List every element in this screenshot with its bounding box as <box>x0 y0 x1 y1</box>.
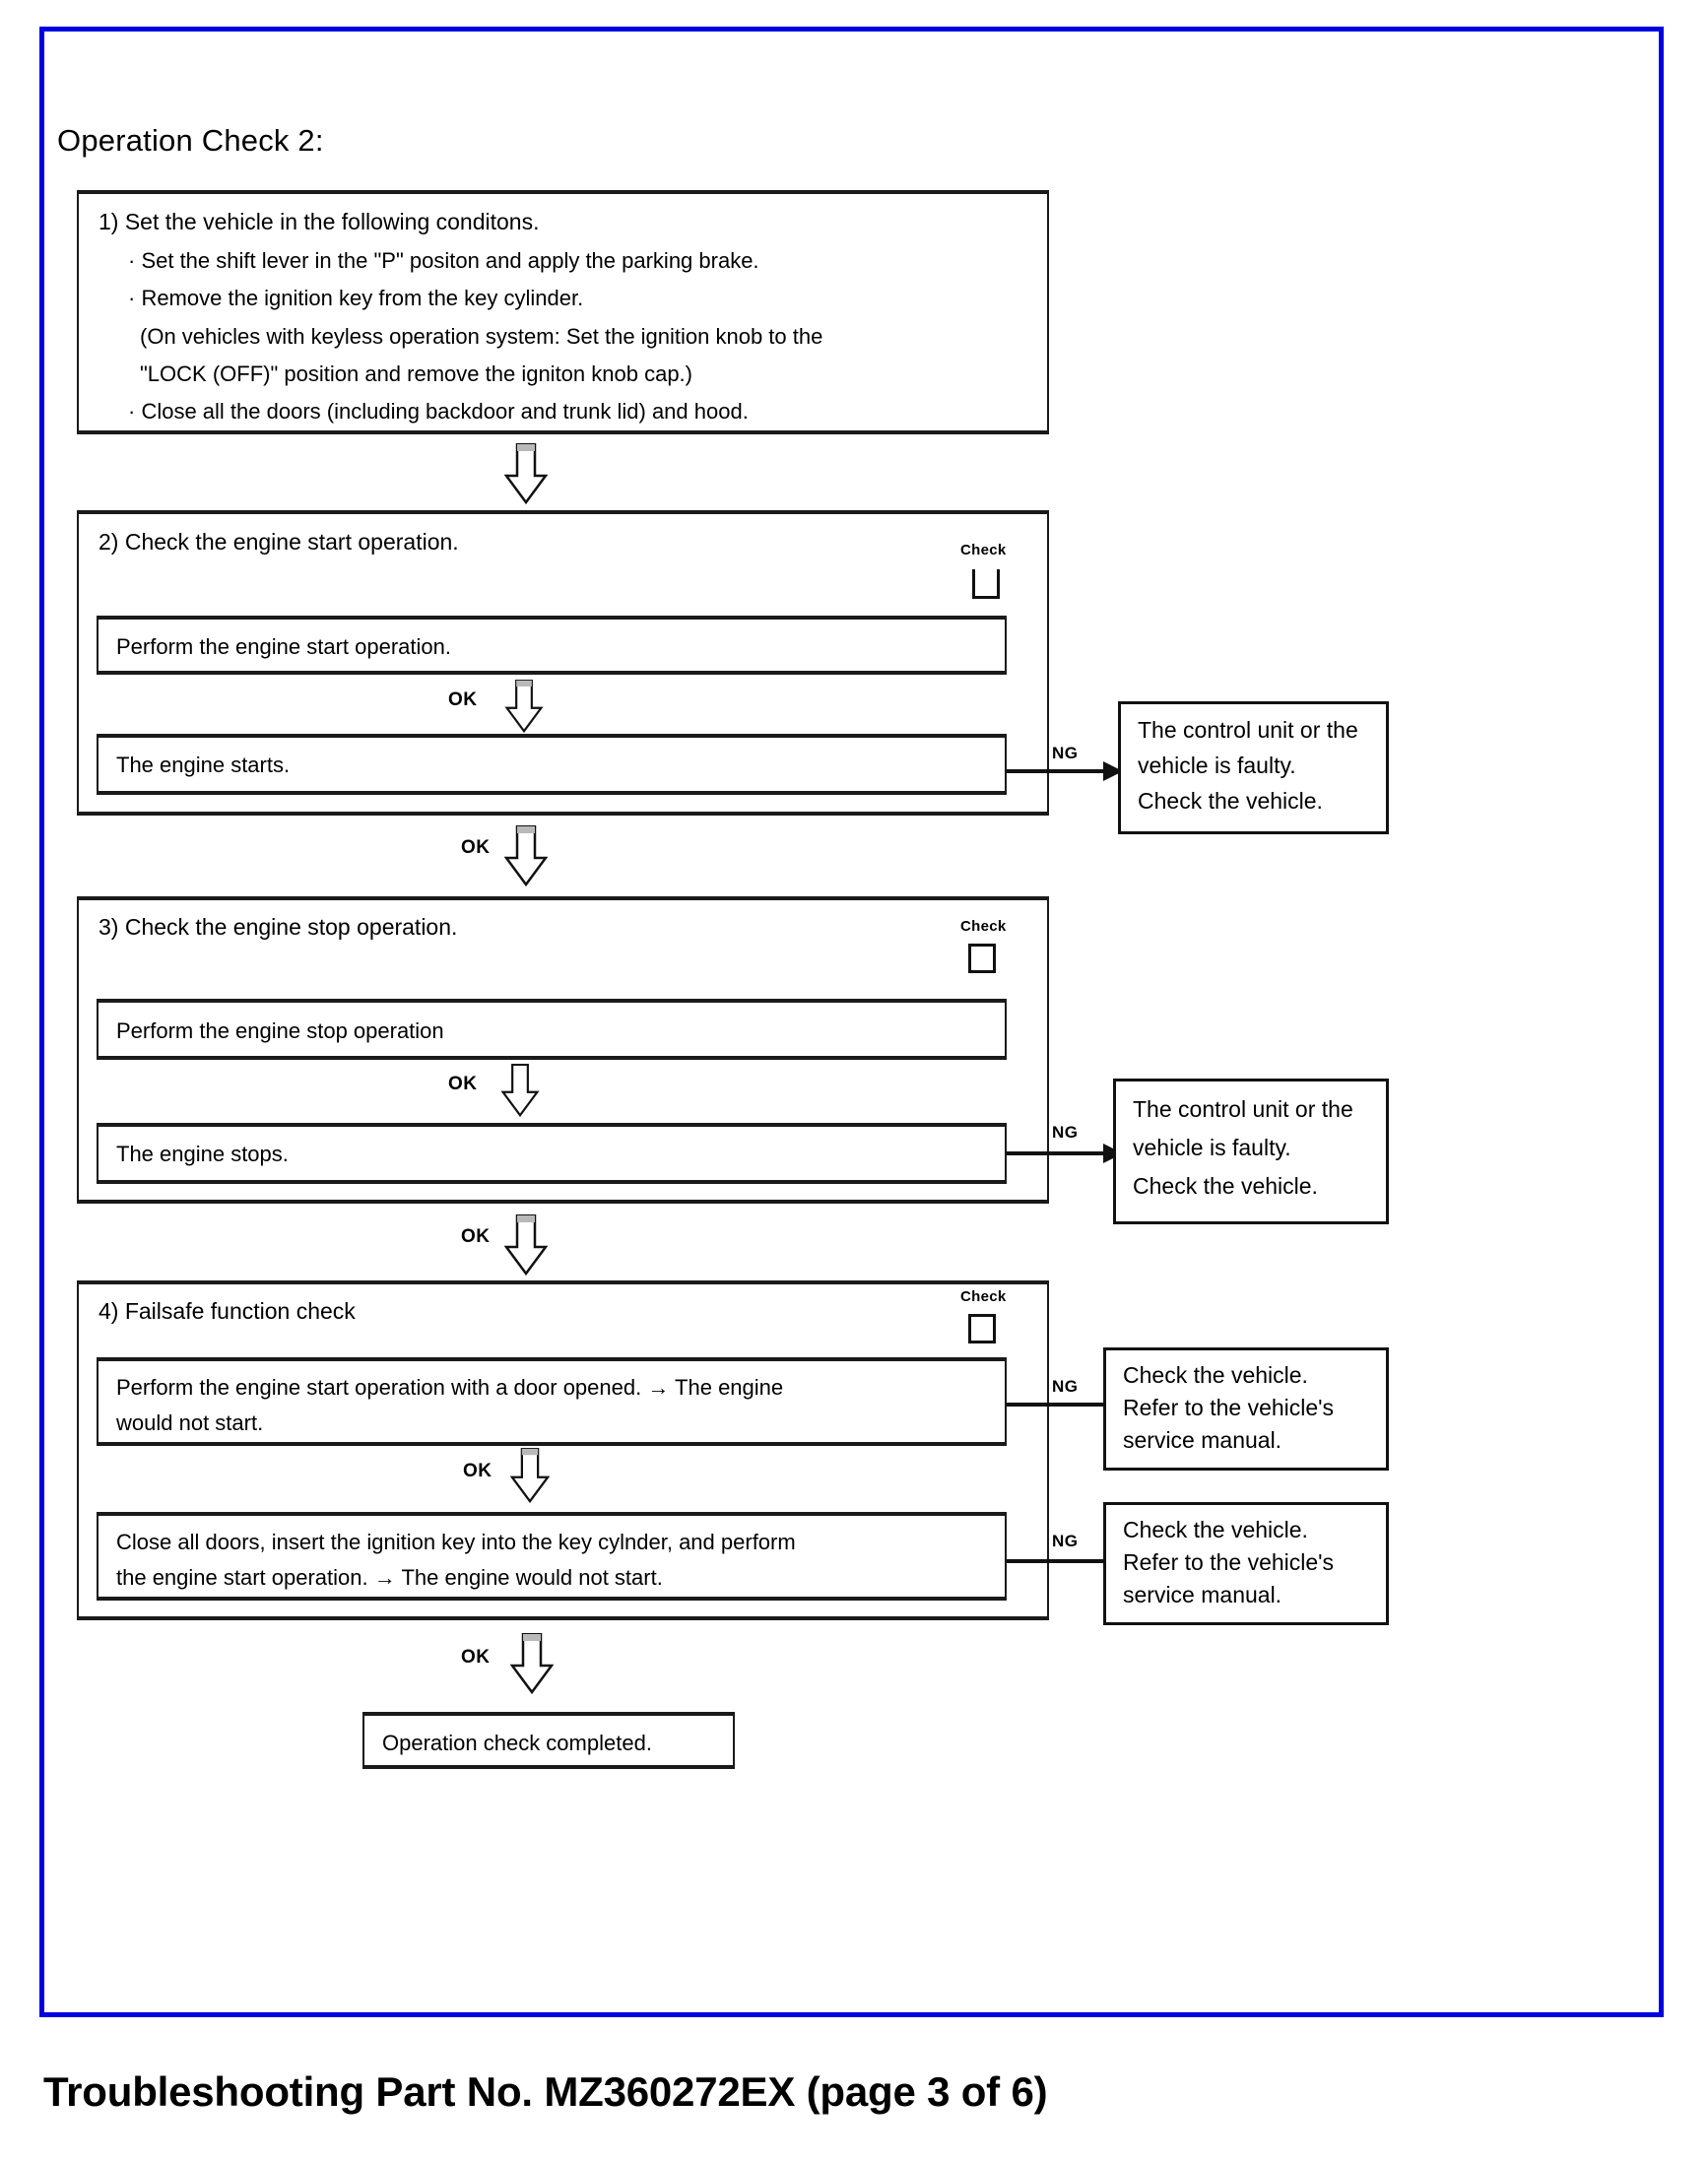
step-3-outcome-box <box>97 1123 1007 1184</box>
step-4-check-b-ng-label: NG <box>1052 1532 1079 1550</box>
step-3-ng-result-line-1: The control unit or the <box>1133 1096 1353 1122</box>
step-2-action-text: Perform the engine start operation. <box>116 634 451 659</box>
completion-text: Operation check completed. <box>382 1731 652 1755</box>
step-4-check-b-ng-result-box <box>1103 1502 1389 1625</box>
step-2-ok-arrow <box>504 680 544 733</box>
step-4-ok-label: OK <box>463 1461 493 1481</box>
step-4-check-b-line-2: the engine start operation. → The engine… <box>116 1565 663 1590</box>
step-3-ng-arrow <box>1007 1141 1123 1166</box>
step-4-ok-arrow <box>510 1448 550 1503</box>
step-3-action-box <box>97 999 1007 1060</box>
step-4-check-b-line-1: Close all doors, insert the ignition key… <box>116 1530 796 1554</box>
step-4-check-a-ng-line-3: service manual. <box>1123 1427 1282 1453</box>
step-2-check-label: Check <box>960 542 1007 558</box>
step-2-ng-result-box <box>1118 701 1389 834</box>
flow-arrow-step3-step4 <box>504 1214 548 1276</box>
step-4-check-label: Check <box>960 1288 1007 1305</box>
step-4-heading: 4) Failsafe function check <box>99 1298 356 1324</box>
step-4-check-b-ng-line-3: service manual. <box>1123 1582 1282 1607</box>
step-4-check-a-ng-result-box <box>1103 1347 1389 1471</box>
step-4-check-b-ng-line-2: Refer to the vehicle's <box>1123 1549 1335 1575</box>
step-1-heading: 1) Set the vehicle in the following cond… <box>99 209 540 234</box>
step-3-heading: 3) Check the engine stop operation. <box>99 914 458 940</box>
step-3-action-text: Perform the engine stop operation <box>116 1018 444 1043</box>
step-4-check-a-line-2: would not start. <box>116 1410 264 1435</box>
step-4-check-b-box <box>97 1512 1007 1601</box>
step-2-ng-result-line-3: Check the vehicle. <box>1138 788 1323 814</box>
step-2-action-box <box>97 616 1007 675</box>
step-3-outcome-text: The engine stops. <box>116 1142 289 1166</box>
step-1-condition-5: · Close all the doors (including backdoo… <box>128 399 749 424</box>
step-3-ng-result-line-3: Check the vehicle. <box>1133 1173 1318 1199</box>
step-1-condition-1: · Set the shift lever in the "P" positon… <box>128 248 759 273</box>
step-2-ng-arrow <box>1007 758 1123 784</box>
step-3-ng-result-line-2: vehicle is faulty. <box>1133 1135 1291 1160</box>
step-3-ok-label: OK <box>448 1074 478 1094</box>
completion-box <box>362 1712 735 1769</box>
step-2-ng-result-line-1: The control unit or the <box>1138 717 1358 743</box>
step-2-heading: 2) Check the engine start operation. <box>99 529 459 555</box>
step-2-ng-result-line-2: vehicle is faulty. <box>1138 753 1296 778</box>
step-2-ok-label: OK <box>448 689 478 710</box>
step-2-ng-label: NG <box>1052 744 1079 762</box>
step-4-check-a-ng-label: NG <box>1052 1377 1079 1396</box>
footer-part-number: Troubleshooting Part No. MZ360272EX (pag… <box>43 2068 1048 2115</box>
step-1-condition-4: "LOCK (OFF)" position and remove the ign… <box>140 361 692 386</box>
flow-arrow-final <box>510 1633 554 1694</box>
step-4-check-a-box <box>97 1357 1007 1446</box>
step-3-checkbox[interactable] <box>968 944 996 973</box>
step-4-check-a-line-1: Perform the engine start operation with … <box>116 1375 784 1400</box>
flow-ok-label-step2-step3: OK <box>461 837 491 858</box>
step-4-check-a-ng-line-2: Refer to the vehicle's <box>1123 1395 1335 1420</box>
page-title: Operation Check 2: <box>57 123 324 158</box>
flow-ok-label-final: OK <box>461 1647 491 1668</box>
step-3-ng-result-box <box>1113 1079 1389 1224</box>
step-3-ok-arrow <box>500 1064 540 1117</box>
flow-ok-label-step3-step4: OK <box>461 1226 491 1247</box>
step-1-condition-3: (On vehicles with keyless operation syst… <box>140 324 823 349</box>
step-2-outcome-box <box>97 734 1007 795</box>
step-3-check-label: Check <box>960 918 1007 935</box>
step-1-box <box>77 190 1049 434</box>
step-4-checkbox[interactable] <box>968 1314 996 1343</box>
flow-arrow-step1-step2 <box>504 443 548 504</box>
step-3-ng-label: NG <box>1052 1123 1079 1142</box>
step-4-check-b-ng-line-1: Check the vehicle. <box>1123 1517 1308 1542</box>
step-1-condition-2: · Remove the ignition key from the key c… <box>128 286 584 310</box>
flow-arrow-step2-step3 <box>504 825 548 886</box>
step-4-check-a-ng-line-1: Check the vehicle. <box>1123 1362 1308 1388</box>
step-2-outcome-text: The engine starts. <box>116 753 291 777</box>
step-2-checkbox[interactable] <box>972 569 1000 599</box>
